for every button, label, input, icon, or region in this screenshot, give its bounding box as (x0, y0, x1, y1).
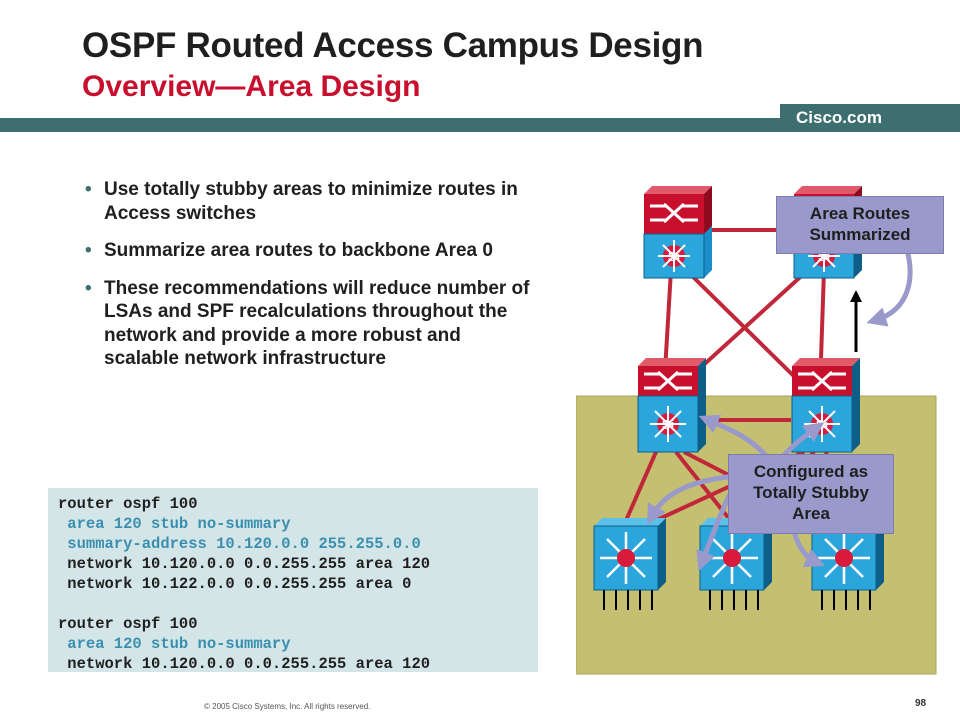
header-bar (0, 118, 960, 132)
cisco-brand-label: Cisco.com (796, 108, 882, 127)
page-number: 98 (915, 698, 927, 709)
distribution-switch-left: Si (637, 358, 706, 453)
area-routes-summarized-callout: Area Routes Summarized (776, 196, 944, 254)
bullet-item: • Use totally stubby areas to minimize ro… (78, 178, 538, 225)
network-diagram: Si Si Si (575, 170, 960, 680)
copyright-footer: © 2005 Cisco Systems, Inc. All rights re… (204, 702, 371, 711)
bullet-text: Summarize area routes to backbone Area 0 (104, 240, 493, 261)
totally-stubby-area-callout: Configured as Totally Stubby Area (728, 454, 894, 534)
slide-subtitle: Overview—Area Design (82, 70, 421, 103)
bullet-text: Use totally stubby areas to minimize rou… (104, 179, 518, 224)
bullet-dot-icon: • (85, 277, 92, 299)
code-line: summary-address 10.120.0.0 255.255.0.0 (58, 535, 421, 553)
code-line: router ospf 100 (58, 615, 198, 633)
bullet-item: • Summarize area routes to backbone Area … (78, 239, 538, 263)
distribution-switch-right: Si (791, 358, 860, 453)
bullet-text: These recommendations will reduce number… (104, 277, 530, 370)
access-switch-1 (593, 518, 666, 610)
code-line: area 120 stub no-summary (58, 635, 291, 653)
core-switch-left: Si (643, 186, 712, 279)
code-line: network 10.122.0.0 0.0.255.255 area 0 (58, 575, 412, 593)
switch-label: Si (668, 249, 680, 264)
code-line: network 10.120.0.0 0.0.255.255 area 120 (58, 655, 431, 673)
bullet-item: • These recommendations will reduce numbe… (78, 277, 538, 371)
slide-title: OSPF Routed Access Campus Design (82, 26, 704, 65)
header-bar-tab (780, 104, 960, 132)
code-line: network 10.120.0.0 0.0.255.255 area 120 (58, 555, 431, 573)
bullet-list: • Use totally stubby areas to minimize ro… (78, 178, 538, 385)
switch-label: Si (662, 417, 674, 432)
code-line: router ospf 100 (58, 495, 198, 513)
switch-label: Si (816, 417, 828, 432)
bullet-dot-icon: • (85, 179, 92, 200)
bullet-dot-icon: • (85, 240, 92, 261)
config-code-block: router ospf 100 area 120 stub no-summary… (48, 488, 538, 673)
code-line: area 120 stub no-summary (58, 515, 291, 533)
